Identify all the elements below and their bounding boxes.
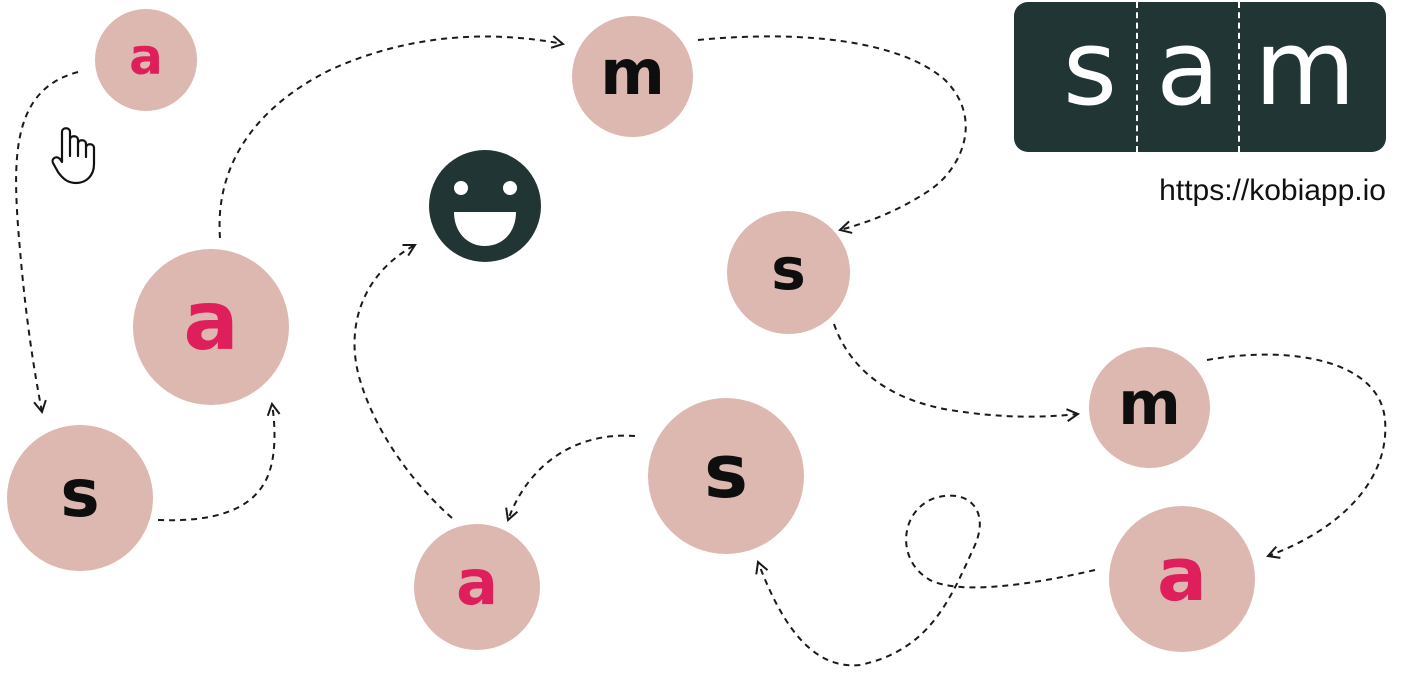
logo-letter: a — [1156, 6, 1220, 129]
bubble-letter: a — [183, 274, 239, 370]
letter-bubble-a: a — [133, 249, 289, 405]
dashed-arrow-icon — [1206, 353, 1387, 556]
logo-cell: m — [1240, 2, 1370, 152]
dashed-arrow-icon — [697, 35, 967, 230]
bubble-letter: m — [1118, 368, 1181, 439]
letter-bubble-m: m — [572, 16, 693, 137]
dashed-arrow-icon — [15, 71, 79, 412]
dashed-arrow-icon — [157, 404, 274, 522]
logo-cell: a — [1138, 2, 1238, 152]
bubble-letter: a — [456, 546, 498, 620]
logo-letter: s — [1062, 6, 1118, 129]
bubble-letter: a — [1157, 531, 1207, 618]
dashed-arrow-icon — [353, 245, 453, 519]
bubble-letter: s — [771, 235, 806, 304]
letter-bubble-a: a — [1109, 506, 1255, 652]
letter-bubble-s: s — [7, 425, 153, 571]
website-url: https://kobiapp.io — [1159, 174, 1386, 207]
bubble-letter: s — [703, 428, 749, 515]
letter-bubble-a: a — [414, 524, 540, 650]
sam-logo: s a m — [1014, 2, 1386, 152]
letter-bubble-m: m — [1089, 347, 1210, 468]
letter-bubble-a: a — [95, 9, 197, 111]
bubble-letter: s — [60, 455, 100, 533]
logo-divider — [1136, 2, 1138, 152]
dashed-arrow-icon — [833, 323, 1078, 417]
letter-bubble-s: s — [648, 398, 804, 554]
dashed-arrow-icon — [508, 434, 636, 520]
logo-cell: s — [1044, 2, 1136, 152]
smiley-face-icon — [429, 150, 541, 262]
logo-letter: m — [1254, 6, 1356, 129]
pointing-hand-icon — [51, 127, 96, 185]
bubble-letter: a — [129, 28, 163, 86]
dashed-arrow-icon — [758, 494, 1096, 667]
logo-divider — [1238, 2, 1240, 152]
letter-bubble-s: s — [727, 211, 850, 334]
bubble-letter: m — [600, 35, 665, 109]
dashed-arrow-icon — [218, 36, 563, 239]
